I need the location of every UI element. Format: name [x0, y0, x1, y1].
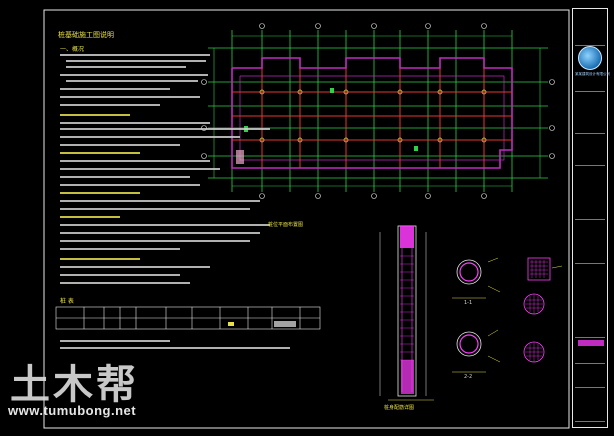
title-block: [572, 8, 608, 428]
pile-detail-label: 桩身配筋详图: [384, 405, 415, 411]
section-label-1: 1-1: [464, 300, 473, 306]
pile-table: [55, 306, 321, 330]
notes-heading-1: 一、概况: [60, 46, 85, 53]
section-label-2: 2-2: [464, 374, 473, 380]
watermark-url: www.tumubong.net: [8, 403, 137, 418]
company-name: 某某建筑设计有限公司: [575, 72, 610, 76]
foundation-plan: [201, 23, 555, 199]
watermark-brand: 土木帮: [10, 361, 139, 408]
table-title: 桩 表: [60, 298, 74, 305]
title-block-stamp: [578, 340, 604, 346]
plan-label: 桩位平面布置图: [268, 222, 304, 228]
pile-cross-sections: [452, 257, 563, 373]
pile-elevation-detail: [379, 225, 434, 401]
company-logo-icon: [578, 46, 602, 70]
drawing-title: 桩基础施工图说明: [58, 31, 114, 39]
